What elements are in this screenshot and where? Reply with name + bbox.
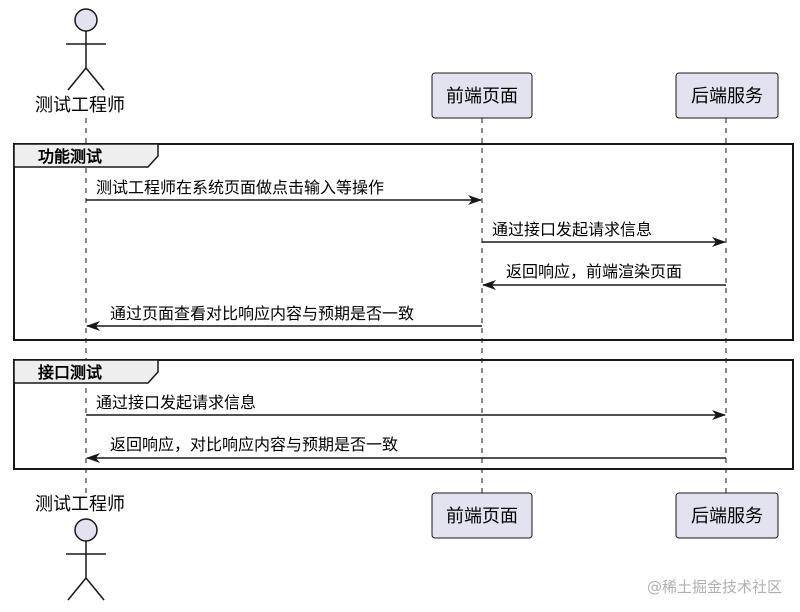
group-frame-api-test: 接口测试 xyxy=(13,359,794,470)
group-frame-functional-test: 功能测试 xyxy=(13,143,794,341)
participant-frontend-bottom: 前端页面 xyxy=(431,492,533,539)
message-label: 测试工程师在系统页面做点击输入等操作 xyxy=(96,178,384,197)
message-label: 通过接口发起请求信息 xyxy=(492,220,652,239)
watermark: @稀土掘金技术社区 xyxy=(647,578,782,596)
message-label: 返回响应，对比响应内容与预期是否一致 xyxy=(110,435,398,454)
message-5: 通过接口发起请求信息 xyxy=(86,393,726,420)
participant-backend-top: 后端服务 xyxy=(675,72,779,119)
message-label: 返回响应，前端渲染页面 xyxy=(506,262,682,281)
actor-tester-bottom-label: 测试工程师 xyxy=(35,494,125,515)
actor-tester-top: 测试工程师 xyxy=(35,8,125,116)
group-title-api-test: 接口测试 xyxy=(38,363,102,382)
message-4: 通过页面查看对比响应内容与预期是否一致 xyxy=(86,304,482,331)
participant-backend-top-label: 后端服务 xyxy=(691,86,763,107)
message-1: 测试工程师在系统页面做点击输入等操作 xyxy=(86,178,482,205)
message-2: 通过接口发起请求信息 xyxy=(482,220,726,247)
message-label: 通过接口发起请求信息 xyxy=(96,393,256,412)
actor-tester-top-label: 测试工程师 xyxy=(35,95,125,116)
actor-tester-bottom: 测试工程师 xyxy=(35,494,125,601)
message-3: 返回响应，前端渲染页面 xyxy=(482,262,726,290)
participant-frontend-bottom-label: 前端页面 xyxy=(446,506,518,527)
participant-frontend-top: 前端页面 xyxy=(431,72,533,119)
participant-frontend-top-label: 前端页面 xyxy=(446,86,518,107)
participant-backend-bottom-label: 后端服务 xyxy=(691,506,763,527)
group-title-functional-test: 功能测试 xyxy=(38,147,102,166)
message-6: 返回响应，对比响应内容与预期是否一致 xyxy=(86,435,726,463)
message-label: 通过页面查看对比响应内容与预期是否一致 xyxy=(110,304,414,323)
participant-backend-bottom: 后端服务 xyxy=(675,492,779,539)
